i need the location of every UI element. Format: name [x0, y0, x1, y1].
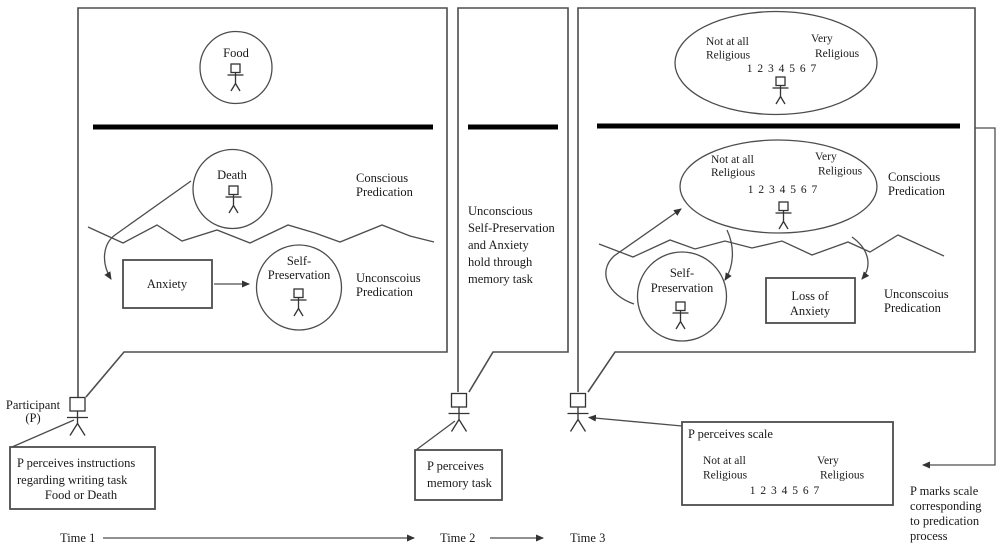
marks-scale-line2: corresponding [910, 499, 982, 513]
memory-task-box [414, 449, 503, 501]
death-stick-figure-icon [224, 185, 243, 214]
memory-task-line1: P perceives [427, 459, 484, 473]
scale-top-stick-figure-icon [771, 76, 790, 105]
writing-task-line1: P perceives instructions [17, 456, 135, 470]
food-stick-figure-icon [226, 63, 245, 92]
marks-scale-line4: process [910, 529, 948, 543]
panel1-unconscious-line2: Predication [356, 285, 414, 299]
scale-top-right-line1: Very [811, 33, 833, 45]
panel-time2-bubble [457, 7, 569, 393]
panel3-zigzag-boundary [598, 234, 945, 258]
anxiety-label: Anxiety [147, 277, 188, 291]
perceives-scale-left-line1: Not at all [703, 455, 746, 467]
self-preservation-circle-1 [255, 244, 343, 331]
perceives-scale-box [681, 421, 894, 506]
self-preservation1-line2: Preservation [268, 268, 331, 282]
self-preservation1-line1: Self- [287, 254, 311, 268]
perceives-scale-connector [588, 414, 683, 427]
food-label: Food [223, 46, 249, 60]
participant2-stick-figure-icon [447, 392, 471, 433]
panel1-conscious-line1: Conscious [356, 171, 408, 185]
scale-ellipse-middle [679, 139, 878, 234]
panel1-conscious-line2: Predication [356, 185, 414, 199]
food-circle [199, 30, 273, 105]
death-label: Death [217, 168, 248, 182]
arrow-scale-to-circle-right [724, 229, 734, 281]
marks-scale-connector [922, 127, 996, 469]
self-preservation3-line1: Self- [670, 266, 694, 280]
panel-time3-bubble [577, 7, 976, 393]
scale-top-left-line1: Not at all [706, 36, 749, 48]
timeline-time3-label: Time 3 [570, 531, 605, 545]
panel3-unconscious-line2: Predication [884, 301, 942, 315]
self-preservation-circle-3 [636, 251, 728, 342]
scale-top-left-line2: Religious [706, 50, 751, 62]
scale-mid-left-line2: Religious [711, 167, 756, 179]
participant3-stick-figure-icon [566, 392, 590, 433]
writing-task-box [9, 446, 156, 510]
scale-top-right-line2: Religious [815, 48, 860, 60]
arrow-death-to-anxiety [103, 180, 192, 280]
participant-label-line1: Participant [6, 398, 61, 412]
panel2-caption-line1: Unconscious [468, 204, 533, 218]
panel3-conscious-line2: Predication [888, 184, 946, 198]
writing-task-connector [11, 419, 75, 448]
perceives-scale-right-line1: Very [817, 455, 839, 467]
scale-mid-stick-figure-icon [774, 201, 793, 230]
arrow-selfpreservation-to-scale [605, 208, 682, 305]
memory-task-connector [415, 420, 456, 451]
panel-time1-bubble [77, 7, 448, 398]
panel2-caption-line4: hold through [468, 255, 533, 269]
perceives-scale-right-line2: Religious [820, 470, 865, 482]
participant-label-line2: (P) [25, 411, 40, 425]
marks-scale-line3: to predication [910, 514, 980, 528]
timeline-time2-label: Time 2 [440, 531, 475, 545]
panel2-caption-line3: and Anxiety [468, 238, 530, 252]
scale-mid-right-line1: Very [815, 151, 837, 163]
anxiety-box [122, 259, 213, 309]
perceives-scale-title: P perceives scale [688, 427, 773, 441]
perceives-scale-left-line2: Religious [703, 470, 748, 482]
panel1-zigzag-boundary [87, 224, 435, 244]
death-circle [192, 148, 273, 230]
panel3-unconscious-line1: Unconscoius [884, 287, 949, 301]
panel2-caption-line2: Self-Preservation [468, 221, 556, 235]
self-preservation1-stick-figure-icon [289, 288, 308, 317]
self-preservation3-stick-figure-icon [671, 301, 690, 330]
writing-task-line2: regarding writing task [17, 473, 128, 487]
scale-top-numbers: 1 2 3 4 5 6 7 [747, 63, 818, 75]
panel3-conscious-line1: Conscious [888, 170, 940, 184]
self-preservation3-line2: Preservation [651, 281, 714, 295]
loss-of-anxiety-line1: Loss of [791, 289, 829, 303]
panel2-caption-line5: memory task [468, 272, 534, 286]
participant1-stick-figure-icon [66, 396, 89, 437]
loss-of-anxiety-box [765, 277, 856, 324]
perceives-scale-numbers: 1 2 3 4 5 6 7 [750, 485, 821, 497]
arrow-scale-to-loss-of-anxiety [851, 236, 870, 280]
writing-task-line3: Food or Death [45, 488, 118, 502]
scale-mid-right-line2: Religious [818, 166, 863, 178]
scale-ellipse-top [674, 10, 878, 116]
scale-mid-numbers: 1 2 3 4 5 6 7 [748, 184, 819, 196]
scale-mid-left-line1: Not at all [711, 154, 754, 166]
panel1-unconscious-line1: Unconscoius [356, 271, 421, 285]
loss-of-anxiety-line2: Anxiety [790, 304, 831, 318]
marks-scale-line1: P marks scale [910, 484, 979, 498]
timeline-time1-label: Time 1 [60, 531, 95, 545]
memory-task-line2: memory task [427, 476, 493, 490]
